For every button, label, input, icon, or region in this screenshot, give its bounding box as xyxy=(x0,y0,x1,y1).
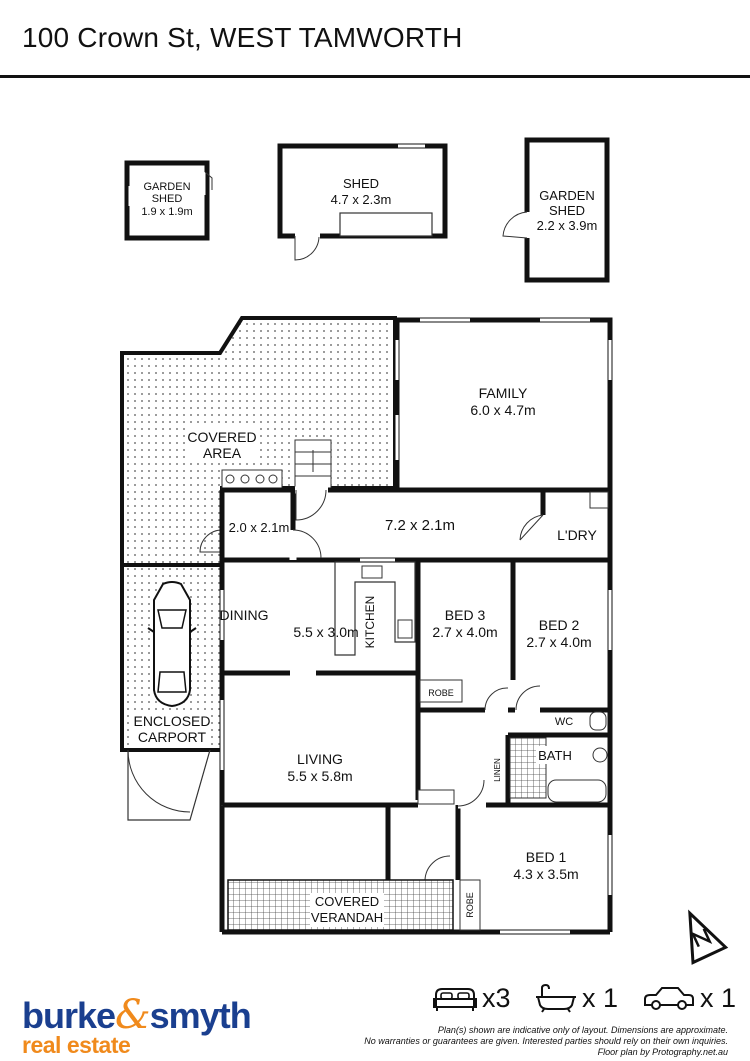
bathrooms-count: x 1 xyxy=(582,982,619,1013)
hall-size: 7.2 x 2.1m xyxy=(385,517,455,534)
logo-ampersand: & xyxy=(115,992,151,1038)
garden-shed-large-name-1: GARDEN xyxy=(539,188,595,203)
robe-bed1-name: ROBE xyxy=(465,892,475,918)
logo-smyth: smyth xyxy=(149,995,252,1036)
car-outline xyxy=(147,581,197,708)
bath-icon xyxy=(536,983,576,1013)
enclosed-carport xyxy=(120,529,224,821)
garden-shed-small xyxy=(124,160,213,241)
room-labels: GARDEN SHED 1.9 x 1.9m SHED 4.7 x 2.3m G… xyxy=(133,176,597,925)
logo-brand: burke&smyth xyxy=(22,992,252,1038)
bedrooms-count: x3 xyxy=(482,982,511,1013)
garden-shed-small-name-1: GARDEN xyxy=(143,181,190,193)
bedrooms-feature: x3 xyxy=(432,980,511,1016)
bed3-size: 2.7 x 4.0m xyxy=(432,624,497,640)
disclaimer-line-1: Plan(s) shown are indicative only of lay… xyxy=(437,1025,728,1035)
shed-name: SHED xyxy=(343,176,379,191)
shed xyxy=(277,143,448,261)
disclaimer: Plan(s) shown are indicative only of lay… xyxy=(288,1025,728,1058)
family-size: 6.0 x 4.7m xyxy=(470,402,535,418)
header: 100 Crown St, WEST TAMWORTH xyxy=(0,0,750,80)
garden-shed-small-size: 1.9 x 1.9m xyxy=(141,206,192,218)
shed-size: 4.7 x 2.3m xyxy=(331,192,392,207)
bed3-name: BED 3 xyxy=(445,607,486,623)
garden-shed-large-name-2: SHED xyxy=(549,203,585,218)
carport-name-1: ENCLOSED xyxy=(133,713,210,729)
north-arrow-icon xyxy=(688,909,729,965)
bed1-size: 4.3 x 3.5m xyxy=(513,866,578,882)
bathrooms-feature: x 1 xyxy=(534,980,618,1016)
robe-bed1 xyxy=(459,879,481,931)
kitchen-bench xyxy=(334,561,416,656)
agency-logo: burke&smyth real estate xyxy=(22,992,282,1058)
logo-subtitle: real estate xyxy=(22,1032,131,1058)
garden-shed-large xyxy=(502,137,610,283)
kitchen-name: KITCHEN xyxy=(363,596,377,649)
windows xyxy=(220,318,612,934)
doors xyxy=(221,486,544,884)
entry-steps xyxy=(417,789,455,805)
garden-shed-large-size: 2.2 x 3.9m xyxy=(537,218,598,233)
verandah-name-2: VERANDAH xyxy=(311,910,383,925)
covered-area-name-1: COVERED xyxy=(187,429,256,445)
small-room-size: 2.0 x 2.1m xyxy=(229,520,290,535)
car-spaces-feature: x 1 xyxy=(642,980,736,1016)
bed1-name: BED 1 xyxy=(526,849,567,865)
disclaimer-line-2: No warranties or guarantees are given. I… xyxy=(364,1036,728,1046)
header-divider xyxy=(0,75,750,78)
covered-verandah xyxy=(227,879,454,931)
robe-bed3-name: ROBE xyxy=(428,688,454,698)
garden-shed-small-name-2: SHED xyxy=(152,193,183,205)
linen-name: LINEN xyxy=(493,758,502,782)
floor-plan: GARDEN SHED 1.9 x 1.9m SHED 4.7 x 2.3m G… xyxy=(120,137,729,965)
disclaimer-line-3: Floor plan by Protography.net.au xyxy=(597,1047,728,1057)
robe-bed3 xyxy=(419,679,463,703)
car-spaces-count: x 1 xyxy=(700,982,737,1013)
living-name: LIVING xyxy=(297,751,343,767)
dining-name: DINING xyxy=(220,607,269,623)
logo-burke: burke xyxy=(22,995,116,1036)
family-name: FAMILY xyxy=(479,385,528,401)
footer: burke&smyth real estate x3 x 1 x 1 xyxy=(0,980,750,1061)
laundry-tub xyxy=(589,491,609,509)
living-size: 5.5 x 5.8m xyxy=(287,768,352,784)
bed2-size: 2.7 x 4.0m xyxy=(526,634,591,650)
covered-area-name-2: AREA xyxy=(203,445,242,461)
carport-name-2: CARPORT xyxy=(138,729,207,745)
bed-icon xyxy=(433,988,477,1011)
wc-name: WC xyxy=(555,716,573,728)
laundry-name: L'DRY xyxy=(557,527,597,543)
dining-size: 5.5 x 3.0m xyxy=(293,624,358,640)
bath-name: BATH xyxy=(538,748,572,763)
page-title: 100 Crown St, WEST TAMWORTH xyxy=(22,22,463,53)
verandah-name-1: COVERED xyxy=(315,894,379,909)
car-icon xyxy=(644,987,694,1010)
bed2-name: BED 2 xyxy=(539,617,580,633)
